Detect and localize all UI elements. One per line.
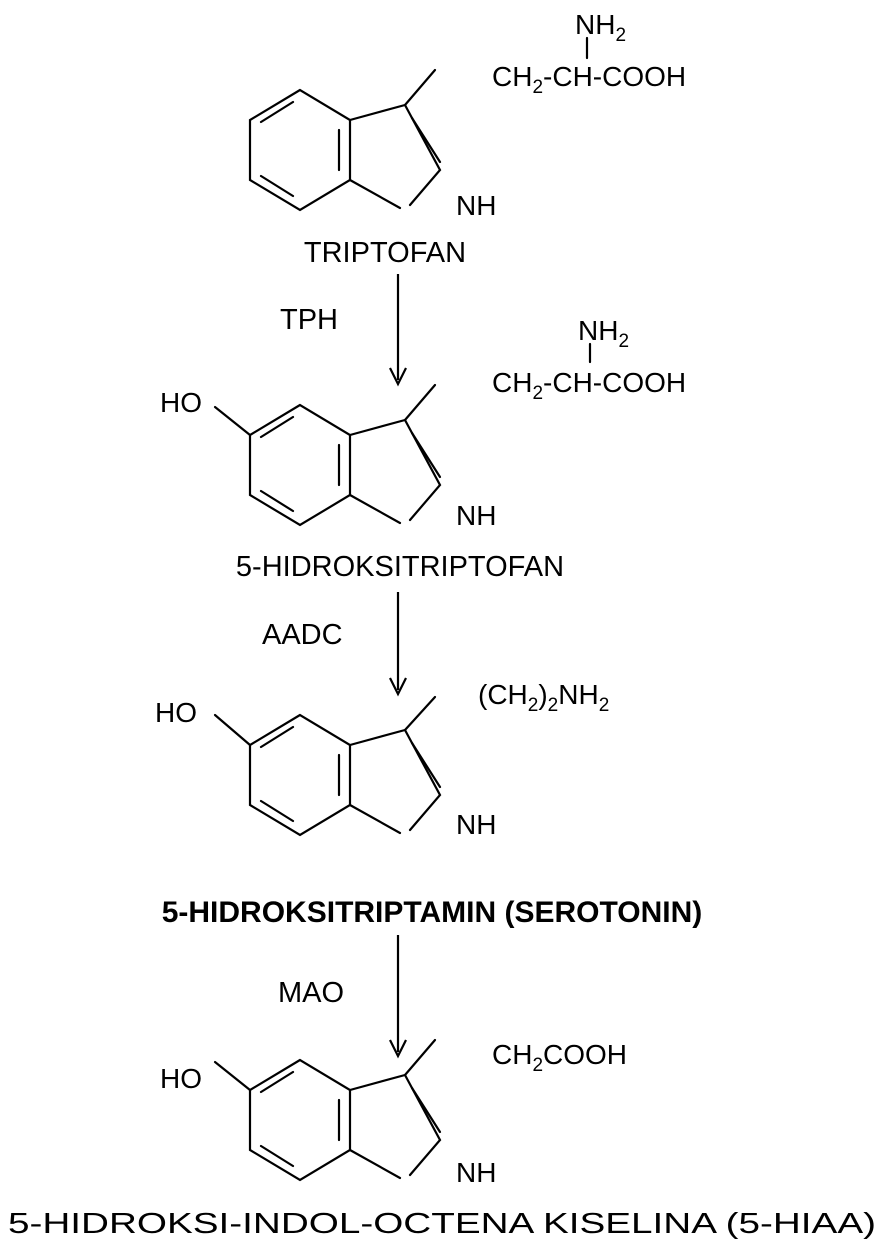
amine-group: NH2 xyxy=(578,315,629,352)
amine-group: NH2 xyxy=(575,9,626,46)
side-chain: CH2-CH-COOH xyxy=(492,367,686,404)
compound-name: 5-HIDROKSITRIPTOFAN xyxy=(236,551,564,583)
ring-nh: NH xyxy=(456,190,496,221)
indole-ring xyxy=(248,1058,442,1182)
enzyme-label: AADC xyxy=(262,619,343,651)
compound-name: 5-HIDROKSITRIPTAMIN (SEROTONIN) xyxy=(162,896,703,929)
ring-nh: NH xyxy=(456,500,496,531)
indole-ring xyxy=(248,713,442,837)
indole-ring xyxy=(248,88,442,212)
compound-name: TRIPTOFAN xyxy=(304,237,466,269)
side-chain: CH2COOH xyxy=(492,1039,627,1076)
hydroxyl-group: HO xyxy=(155,697,197,728)
ring-nh: NH xyxy=(456,1157,496,1188)
hydroxyl-group: HO xyxy=(160,1063,202,1094)
indole-ring xyxy=(248,403,442,527)
side-chain: CH2-CH-COOH xyxy=(492,61,686,98)
ring-nh: NH xyxy=(456,809,496,840)
compound-tryptophan xyxy=(248,68,442,212)
hydroxyl-group: HO xyxy=(160,387,202,418)
compound-5-hiaa xyxy=(213,1038,442,1182)
side-chain: (CH2)2NH2 xyxy=(478,679,609,716)
compound-name: 5-HIDROKSI-INDOL-OCTENA KISELINA (5-HIAA… xyxy=(8,1208,876,1240)
compound-serotonin xyxy=(213,695,442,837)
enzyme-label: TPH xyxy=(280,304,338,336)
enzyme-label: MAO xyxy=(278,977,344,1009)
compound-5-htp xyxy=(213,383,442,527)
